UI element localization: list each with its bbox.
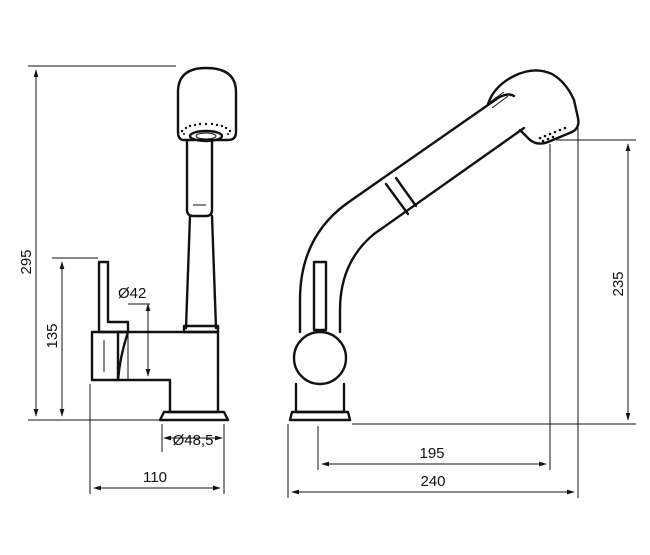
dim-d42-label: Ø42 <box>118 285 146 302</box>
dim-240-label: 240 <box>420 473 445 490</box>
front-lever <box>312 260 328 332</box>
spray-head <box>176 66 238 142</box>
dim-110: 110 <box>89 384 225 494</box>
dim-295: 295 <box>18 65 176 421</box>
front-body <box>292 330 348 386</box>
dim-110-label: 110 <box>143 469 167 486</box>
dim-240: 240 <box>287 124 579 498</box>
lever-cartridge <box>90 330 130 382</box>
dim-235: 235 <box>352 139 636 425</box>
dim-195-label: 195 <box>419 445 444 462</box>
dim-d48-5: Ø48,5 <box>161 424 225 452</box>
front-spray-nozzle <box>538 126 567 143</box>
dim-235-label: 235 <box>610 271 627 296</box>
front-spray-head <box>486 69 580 145</box>
dim-295-label: 295 <box>18 249 35 274</box>
side-view <box>90 66 238 422</box>
spray-nozzle-holes <box>180 122 232 143</box>
front-base <box>288 410 352 422</box>
faucet-body <box>116 330 220 414</box>
dim-d48-5-label: Ø48,5 <box>173 432 214 449</box>
dim-d42: Ø42 <box>118 285 151 380</box>
spout-arm <box>298 93 516 332</box>
front-base-column <box>294 382 346 414</box>
faucet-base <box>158 410 230 422</box>
dim-135-label: 135 <box>44 323 61 348</box>
spout-neck <box>185 138 214 218</box>
front-view <box>288 69 580 422</box>
spout-joint-ring <box>384 176 418 216</box>
spout-tube <box>184 214 218 330</box>
dim-195: 195 <box>317 144 551 470</box>
dim-135: 135 <box>44 257 98 417</box>
